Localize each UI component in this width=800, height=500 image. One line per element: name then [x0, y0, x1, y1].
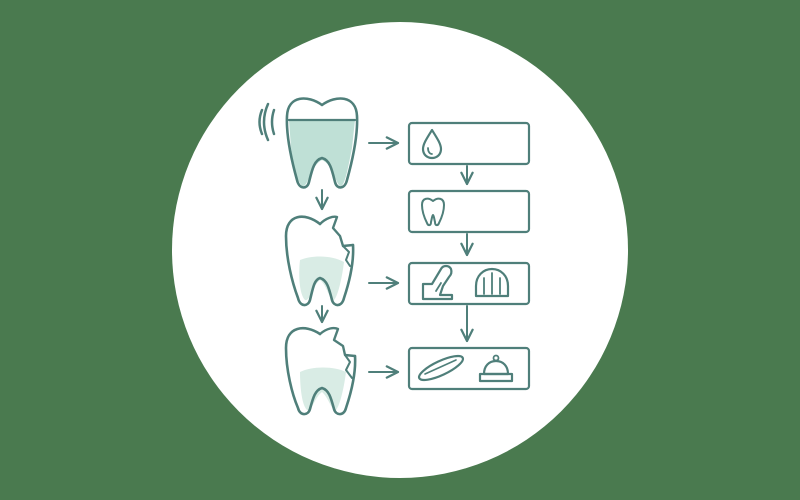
horizontal-arrows: [368, 136, 400, 379]
crown-icon: [478, 354, 514, 383]
sensitive-tooth-icon: [258, 97, 359, 189]
bonding-tool-icon: [421, 264, 454, 301]
white-circle: [172, 22, 628, 478]
water-drop-icon: [421, 128, 443, 160]
chipped-tooth-icon: [284, 215, 355, 307]
veneer-shell-icon: [474, 267, 510, 298]
box-2: [407, 189, 531, 234]
oval-splint-icon: [417, 354, 465, 382]
tooth-icon: [421, 197, 445, 227]
cracked-tooth-icon: [284, 326, 357, 416]
